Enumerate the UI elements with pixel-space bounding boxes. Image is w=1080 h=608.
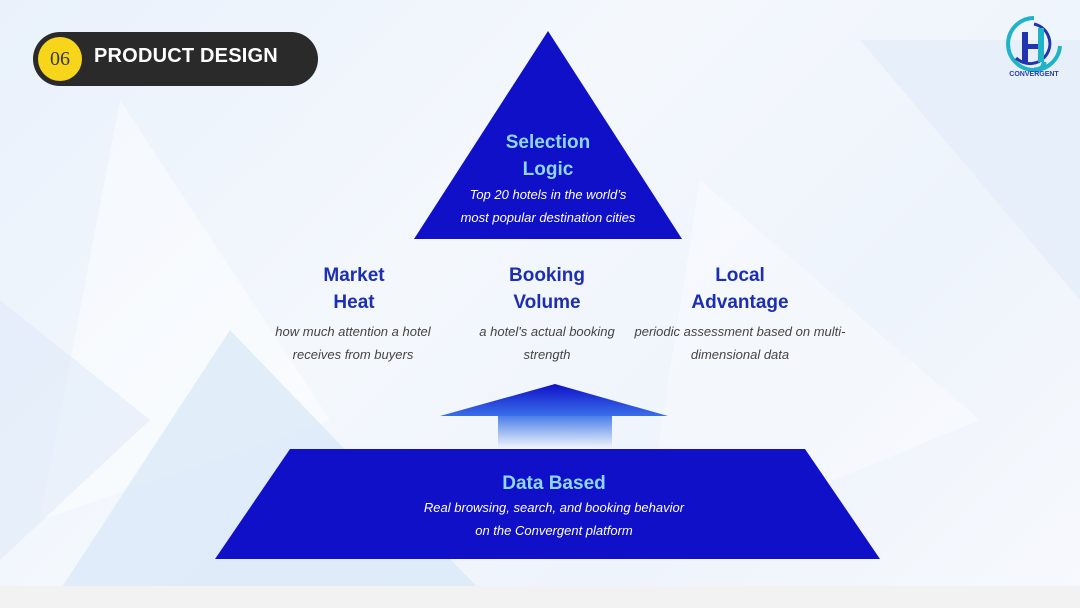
desc-line: on the Convergent platform: [475, 523, 633, 538]
data-based-description: Real browsing, search, and booking behav…: [374, 496, 734, 542]
title-line: Volume: [513, 292, 581, 313]
data-based-title: Data Based: [502, 473, 606, 494]
title-line: Heat: [333, 292, 375, 313]
booking-volume-description: a hotel's actual booking strength: [447, 320, 647, 366]
title-line: Advantage: [691, 292, 789, 313]
desc-line: Top 20 hotels in the world’s: [469, 187, 627, 202]
section-number-badge: 06: [38, 37, 82, 81]
up-arrow-icon: [440, 384, 668, 448]
local-advantage-description: periodic assessment based on multi- dime…: [620, 320, 860, 366]
market-heat-description: how much attention a hotel receives from…: [253, 320, 453, 366]
desc-line: how much attention a hotel: [275, 324, 431, 339]
selection-logic-title: Selection Logic: [448, 129, 648, 183]
local-advantage-title: Local Advantage: [640, 262, 840, 316]
booking-volume-title: Booking Volume: [447, 262, 647, 316]
desc-line: strength: [523, 347, 571, 362]
desc-line: periodic assessment based on multi-: [634, 324, 846, 339]
title-line: Local: [715, 265, 765, 286]
desc-line: dimensional data: [690, 347, 790, 362]
desc-line: receives from buyers: [292, 347, 414, 362]
desc-line: a hotel's actual booking: [479, 324, 615, 339]
section-title: PRODUCT DESIGN: [94, 45, 278, 67]
title-line: Selection: [505, 132, 591, 153]
footer-strip: [0, 586, 1080, 608]
title-line: Market: [323, 265, 385, 286]
selection-logic-triangle: [414, 31, 682, 239]
convergent-logo-icon: [1006, 16, 1062, 73]
data-based-trapezoid: [215, 449, 880, 559]
logo-wordmark: CONVERGENT: [1009, 71, 1059, 78]
selection-logic-description: Top 20 hotels in the world’s most popula…: [432, 183, 664, 229]
market-heat-title: Market Heat: [254, 262, 454, 316]
desc-line: Real browsing, search, and booking behav…: [423, 500, 685, 515]
title-line: Booking: [509, 265, 585, 286]
title-line: Logic: [522, 159, 574, 180]
desc-line: most popular destination cities: [460, 210, 636, 225]
